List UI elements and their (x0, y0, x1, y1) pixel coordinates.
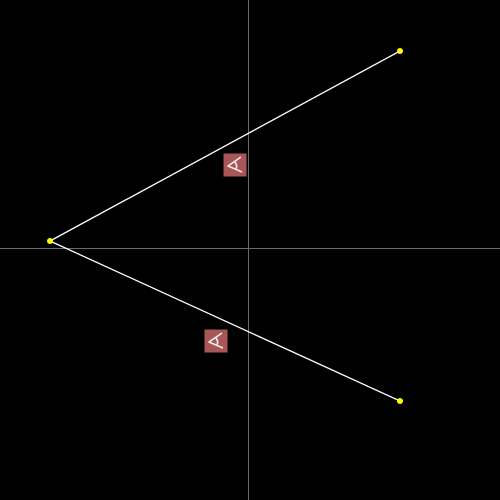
angle-constraint-icon (208, 332, 224, 349)
markers-layer (204, 153, 247, 353)
angle-constraint-icon (227, 156, 243, 173)
points-layer (47, 48, 403, 404)
upper-constraint-marker[interactable] (223, 153, 247, 177)
lower-segment[interactable] (49, 240, 401, 402)
upper-segment[interactable] (49, 50, 401, 242)
left-vertex[interactable] (47, 238, 53, 244)
constraint-badge (223, 153, 247, 177)
upper-right-endpoint[interactable] (397, 48, 403, 54)
lower-constraint-marker[interactable] (204, 329, 228, 353)
segments-layer (49, 50, 401, 402)
lower-right-endpoint[interactable] (397, 398, 403, 404)
constraint-badge (204, 329, 228, 353)
